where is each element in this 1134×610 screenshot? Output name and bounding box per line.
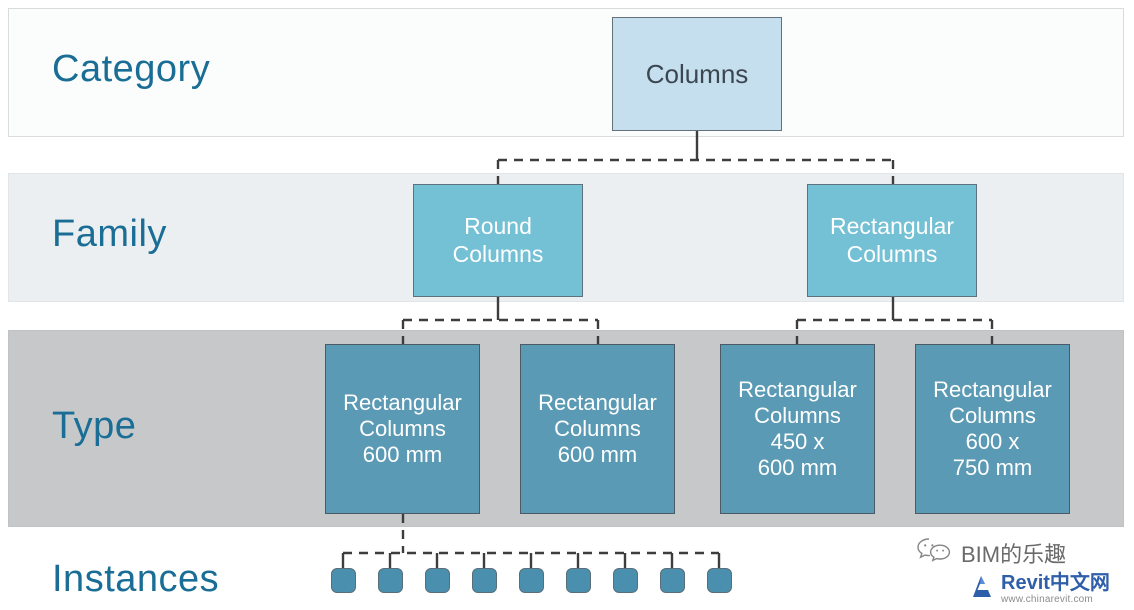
watermark-wechat-text: BIM的乐趣 xyxy=(961,542,1067,567)
node-category-columns[interactable]: Columns xyxy=(612,17,782,131)
node-instance-6[interactable] xyxy=(613,568,638,593)
node-instance-8[interactable] xyxy=(707,568,732,593)
watermark-wechat: BIM的乐趣 xyxy=(916,536,1066,570)
node-instance-3[interactable] xyxy=(472,568,497,593)
row-label-type: Type xyxy=(52,405,137,447)
watermark-revit: Revit中文网 www.chinarevit.com xyxy=(968,573,1110,606)
watermark-revit-title: Revit中文网 xyxy=(1001,572,1110,594)
band-instances xyxy=(8,527,1124,610)
node-instance-2[interactable] xyxy=(425,568,450,593)
node-instance-5[interactable] xyxy=(566,568,591,593)
wechat-icon xyxy=(916,536,954,570)
node-instance-7[interactable] xyxy=(660,568,685,593)
row-label-family: Family xyxy=(52,213,167,255)
node-instance-1[interactable] xyxy=(378,568,403,593)
row-label-instances: Instances xyxy=(52,558,220,600)
watermark-revit-url: www.chinarevit.com xyxy=(1001,594,1093,605)
band-category xyxy=(8,8,1124,137)
row-label-category: Category xyxy=(52,48,211,90)
node-instance-0[interactable] xyxy=(331,568,356,593)
revit-logo-icon xyxy=(968,573,996,606)
node-instance-4[interactable] xyxy=(519,568,544,593)
